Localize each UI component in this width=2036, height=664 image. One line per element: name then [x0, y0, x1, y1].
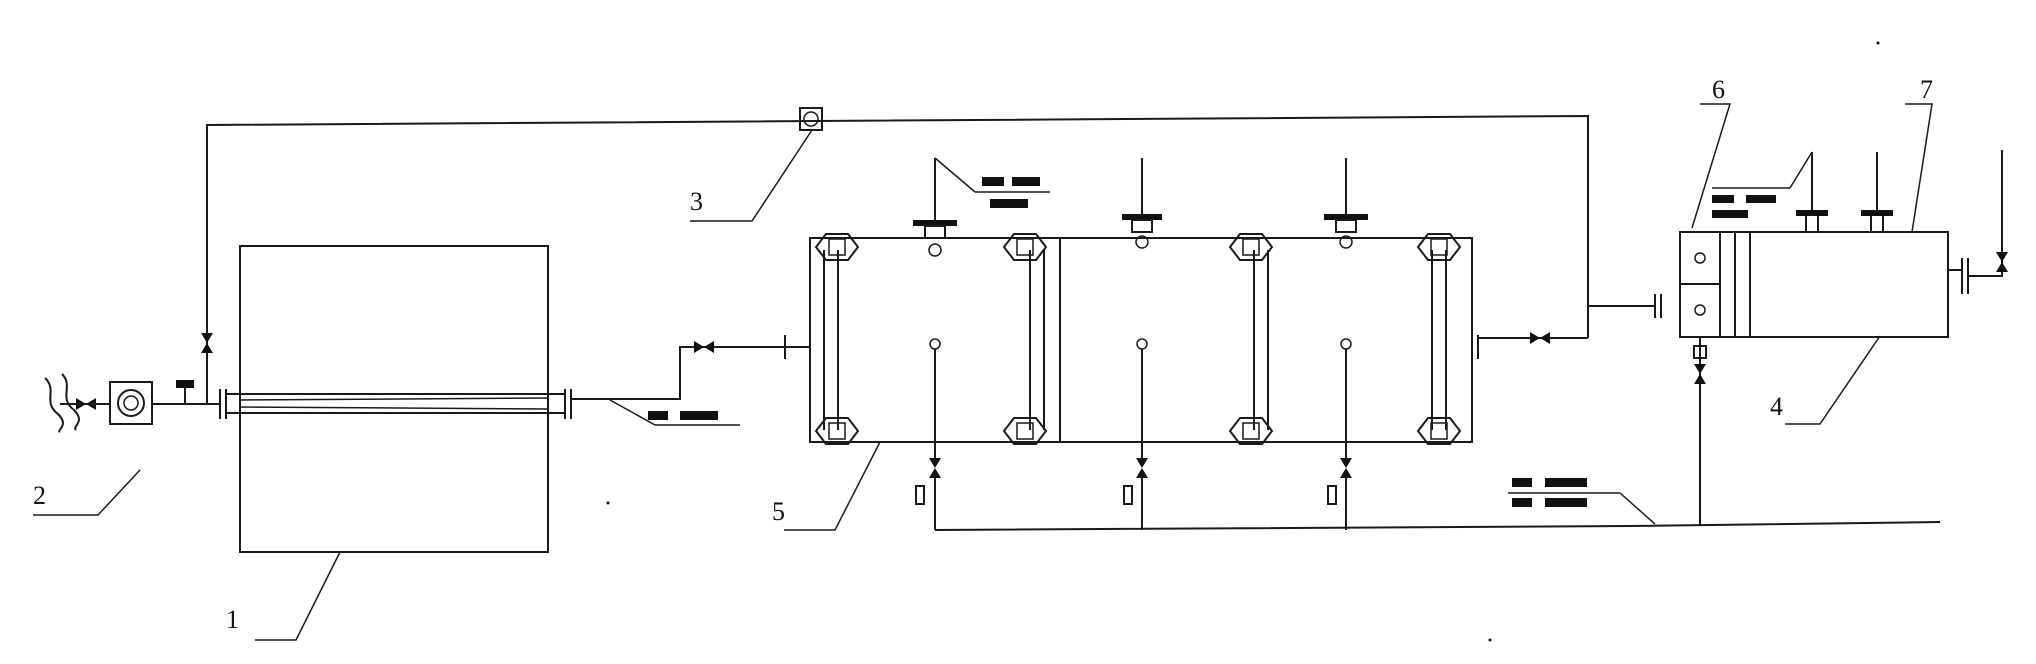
callout-tag-c: [1508, 478, 1656, 525]
label-3: 3: [690, 187, 703, 216]
tank-item-1: [239, 245, 549, 553]
feed-valve: [694, 341, 714, 353]
separator-top-nozzles: [1796, 152, 1893, 232]
outlet-valve: [1530, 332, 1550, 344]
inlet-source: [44, 373, 80, 433]
gauge-after-pump: [176, 380, 194, 404]
reactor-drain-valves: [915, 458, 1352, 530]
callout-tag-d: [1712, 151, 1813, 218]
label-6: 6: [1712, 75, 1725, 104]
leader-lines: [33, 103, 1933, 641]
separator-bottom-drain: [1693, 337, 1707, 526]
label-2: 2: [33, 481, 46, 510]
callout-tag-a: [609, 399, 740, 426]
top-return-pipe: [206, 114, 1602, 347]
label-4: 4: [1770, 392, 1783, 421]
separator-item-4: [1679, 150, 2008, 338]
callout-tag-b: [934, 157, 1050, 208]
item-3-symbol: [799, 107, 823, 131]
reactor-sample-points: [929, 338, 1352, 458]
label-7: 7: [1920, 75, 1933, 104]
return-line-valve: [201, 333, 213, 404]
label-5: 5: [772, 497, 785, 526]
label-1: 1: [226, 605, 239, 634]
reactor-u-bends: [823, 250, 1447, 430]
tank-through-pipe: [219, 389, 572, 419]
pump-item-2: [109, 381, 153, 425]
reactor-top-nozzles: [913, 158, 1368, 257]
reactor-corner-flanges: [814, 233, 1462, 445]
